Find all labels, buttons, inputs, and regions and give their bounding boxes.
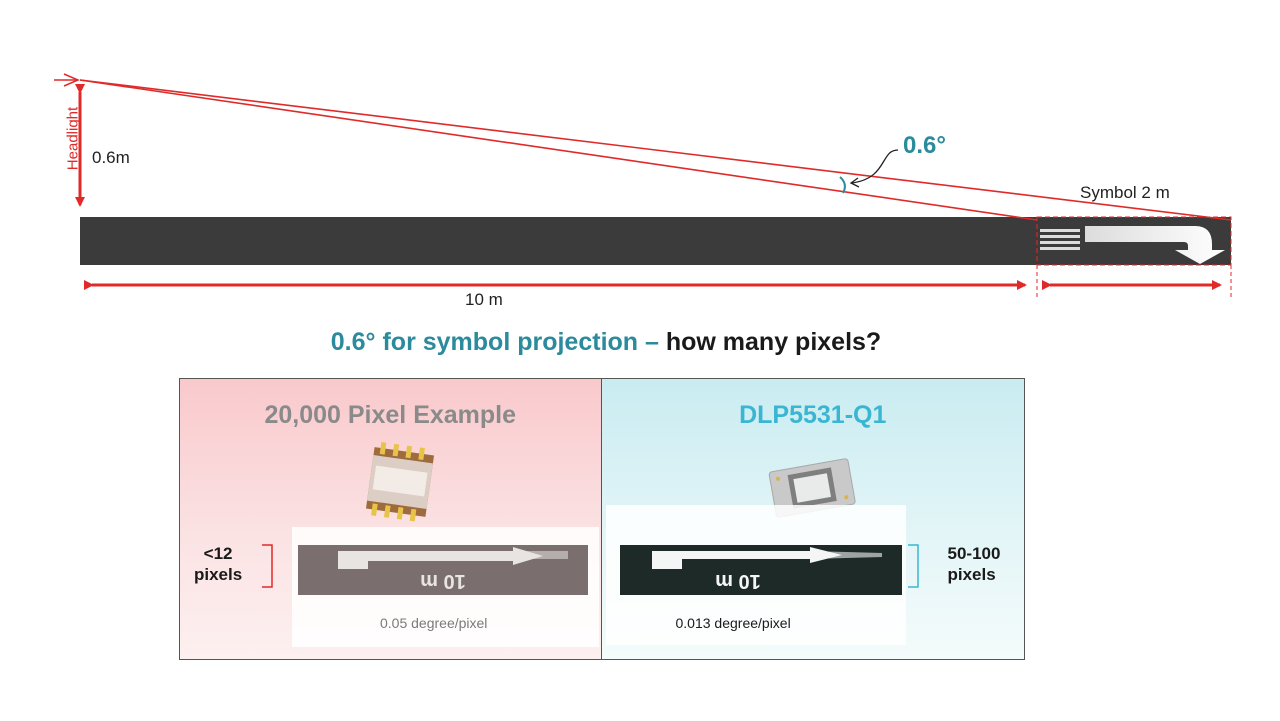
comparison-panels: 20,000 Pixel Example xyxy=(179,378,1025,660)
angle-pointer xyxy=(851,149,899,184)
road-text-left: 10 m xyxy=(420,570,466,592)
dlp-chip-icon xyxy=(768,458,856,518)
symbol-area xyxy=(1036,216,1232,266)
high-res-road-image: 10 m xyxy=(619,545,902,595)
road-text-right: 10 m xyxy=(715,570,761,592)
panel-dlp5531: DLP5531-Q1 10 m 50-100 pixels 0.013 degr xyxy=(601,379,1024,659)
low-res-road-image: 10 m xyxy=(298,545,588,595)
left-pixel-count: <12 pixels xyxy=(194,543,242,585)
headline-question: how many pixels? xyxy=(665,328,882,356)
left-bracket xyxy=(262,544,273,588)
headlight-label: Headlight xyxy=(64,106,82,171)
left-pixel-count-value: <12 xyxy=(203,544,233,563)
projection-diagram xyxy=(54,73,1232,300)
angle-label: 0.6° xyxy=(903,132,946,159)
headline-teal: 0.6° for symbol projection xyxy=(330,328,639,356)
right-pixel-count-unit: pixels xyxy=(947,565,996,584)
left-resolution: 0.05 degree/pixel xyxy=(380,615,488,631)
pixel-chip-icon xyxy=(365,442,435,522)
right-bracket xyxy=(907,544,919,588)
panel-title-right: DLP5531-Q1 xyxy=(739,401,887,429)
symbol-label: Symbol 2 m xyxy=(1080,183,1170,202)
angle-arc xyxy=(839,176,846,194)
road xyxy=(80,217,1231,265)
right-pixel-count: 50-100 pixels xyxy=(948,543,1001,585)
ray-far xyxy=(79,79,1232,221)
headline-dash: – xyxy=(638,328,666,356)
height-label: 0.6m xyxy=(92,148,130,167)
right-pixel-count-value: 50-100 xyxy=(947,544,1001,563)
headline: 0.6° for symbol projection – how many pi… xyxy=(0,328,1212,357)
turn-arrow-icon xyxy=(1040,226,1225,264)
left-pixel-count-unit: pixels xyxy=(194,565,243,584)
ray-near xyxy=(79,79,1038,221)
distance-label: 10 m xyxy=(465,290,503,309)
right-resolution: 0.013 degree/pixel xyxy=(675,615,791,631)
panel-title-left: 20,000 Pixel Example xyxy=(264,401,517,429)
panel-20000-pixel: 20,000 Pixel Example xyxy=(180,379,602,659)
